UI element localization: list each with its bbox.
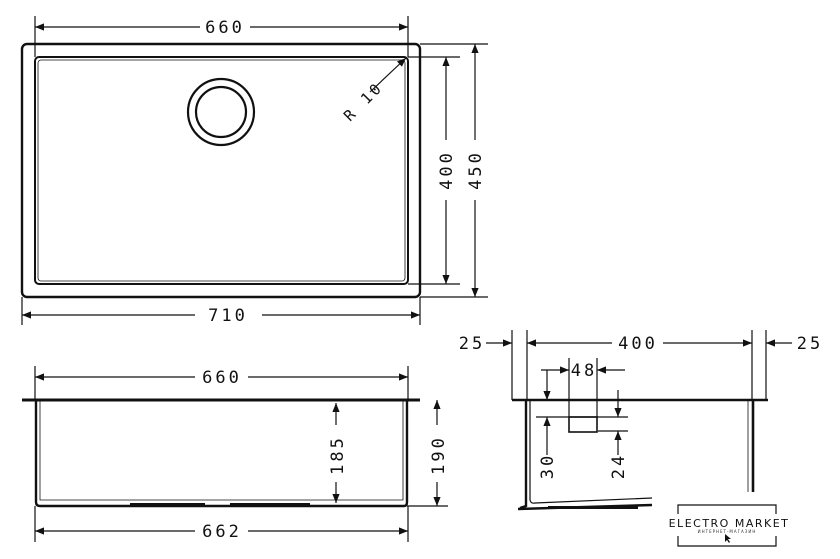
dim-overflow-height: 24 (609, 453, 629, 479)
top-view: 660 710 400 450 R 10 (20, 16, 488, 326)
overflow-slot (568, 416, 598, 433)
section-view: 25 400 25 48 30 24 (459, 330, 823, 511)
drain-inner-circle (194, 85, 248, 139)
dim-section-left-flange: 25 (459, 334, 485, 354)
cursor-icon (725, 534, 731, 543)
sink-bowl-outline (34, 56, 409, 285)
dim-top-inner-width: 660 (205, 18, 245, 38)
dim-corner-radius: R 10 (340, 78, 387, 125)
dim-top-outer-width: 710 (208, 306, 248, 326)
logo-tagline: ИНТЕРНЕТ-МАГАЗИН (698, 529, 757, 534)
dim-front-bottom-width: 662 (202, 522, 242, 542)
electro-market-logo: ELECTRO MARKET ИНТЕРНЕТ-МАГАЗИН (669, 500, 796, 559)
drain-outer-circle (186, 77, 256, 147)
dim-front-top-width: 660 (202, 368, 242, 388)
sink-outer-outline (20, 42, 422, 299)
dim-overflow-offset: 30 (538, 453, 558, 479)
dim-section-inner-width: 400 (618, 334, 658, 354)
dim-top-outer-depth: 450 (466, 150, 486, 190)
dim-overflow-width: 48 (571, 361, 597, 381)
dim-front-outer-depth: 190 (429, 435, 449, 475)
dim-section-right-flange: 25 (797, 334, 823, 354)
dim-front-inner-depth: 185 (328, 435, 348, 475)
dim-top-inner-depth: 400 (437, 150, 457, 190)
logo-name: ELECTRO MARKET (669, 517, 790, 530)
front-view: 660 662 185 190 (22, 366, 449, 542)
